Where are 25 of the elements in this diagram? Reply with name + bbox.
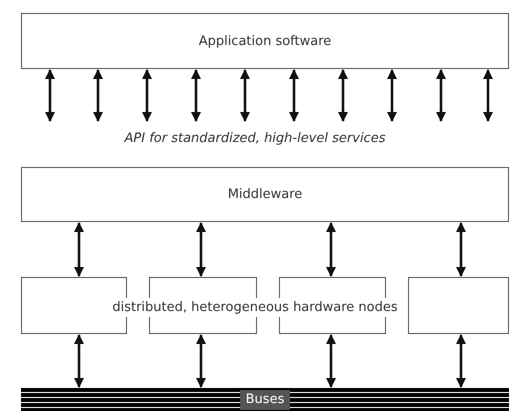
layer-box: Middleware (21, 167, 509, 222)
interface-caption: API for standardized, high-level services (124, 131, 386, 146)
double-arrow (387, 69, 397, 122)
hardware-node-box (408, 277, 509, 334)
bus-bar (21, 388, 509, 411)
double-arrow (456, 334, 466, 388)
double-arrow (456, 222, 466, 277)
double-arrow (240, 69, 250, 122)
bus-label: Buses (240, 390, 290, 410)
double-arrow (74, 222, 84, 277)
double-arrow (142, 69, 152, 122)
double-arrow (326, 334, 336, 388)
layer-box: Application software (21, 13, 509, 69)
double-arrow (196, 334, 206, 388)
double-arrow (326, 222, 336, 277)
layer-caption: distributed, heterogeneous hardware nodes (111, 298, 399, 317)
double-arrow (45, 69, 55, 122)
double-arrow (74, 334, 84, 388)
double-arrow (436, 69, 446, 122)
double-arrow (338, 69, 348, 122)
double-arrow (289, 69, 299, 122)
double-arrow (483, 69, 493, 122)
double-arrow (93, 69, 103, 122)
double-arrow (191, 69, 201, 122)
double-arrow (196, 222, 206, 277)
